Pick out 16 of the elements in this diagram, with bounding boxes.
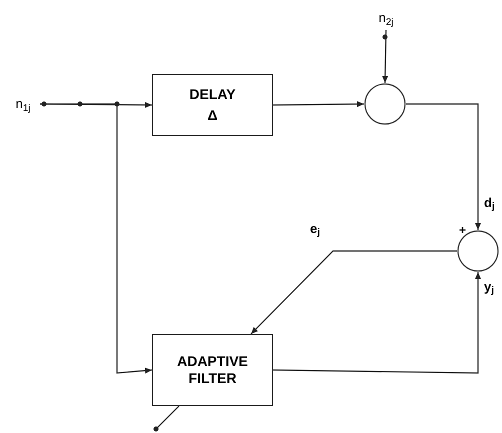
summing-junction <box>364 83 406 125</box>
box-text: ADAPTIVE FILTER <box>176 352 249 388</box>
arrow <box>273 101 364 108</box>
signal-label: n$_{2j}$ <box>370 6 402 30</box>
edge-label: d$_{j}$ <box>484 196 495 209</box>
arrow <box>382 30 388 84</box>
signal-label: n$_{1j}$ <box>6 92 40 116</box>
box-text: DELAY <box>189 86 236 103</box>
arrow <box>406 103 481 230</box>
box-text: Δ <box>207 107 218 124</box>
arrow <box>273 272 481 374</box>
arrow <box>250 250 457 334</box>
process-box <box>152 74 273 136</box>
arrow <box>40 103 152 374</box>
sign-label: + <box>459 224 466 236</box>
process-box <box>152 334 273 406</box>
